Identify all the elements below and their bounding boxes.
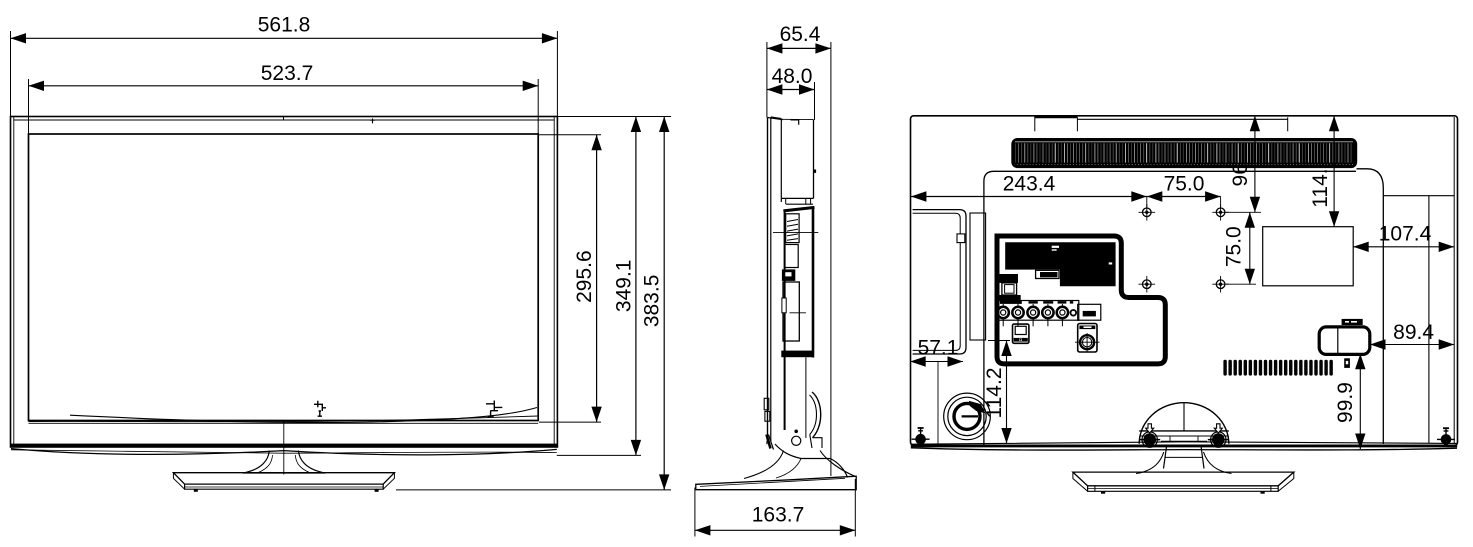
svg-text:107.4: 107.4 — [1379, 223, 1432, 246]
svg-text:57.1: 57.1 — [918, 336, 959, 359]
svg-text:523.7: 523.7 — [261, 62, 314, 85]
svg-text:243.4: 243.4 — [1003, 172, 1056, 195]
svg-text:48.0: 48.0 — [772, 65, 813, 88]
svg-text:561.8: 561.8 — [258, 14, 311, 37]
svg-text:89.4: 89.4 — [1393, 321, 1434, 344]
svg-text:75.0: 75.0 — [1223, 226, 1246, 267]
svg-text:295.6: 295.6 — [573, 250, 596, 303]
svg-text:99.9: 99.9 — [1334, 382, 1357, 423]
svg-text:75.0: 75.0 — [1164, 172, 1205, 195]
svg-text:114.0: 114.0 — [1309, 157, 1332, 208]
svg-text:65.4: 65.4 — [780, 23, 821, 46]
svg-text:114.2: 114.2 — [983, 368, 1006, 419]
svg-text:349.1: 349.1 — [612, 260, 635, 313]
svg-text:163.7: 163.7 — [752, 503, 805, 526]
svg-text:383.5: 383.5 — [641, 275, 664, 328]
